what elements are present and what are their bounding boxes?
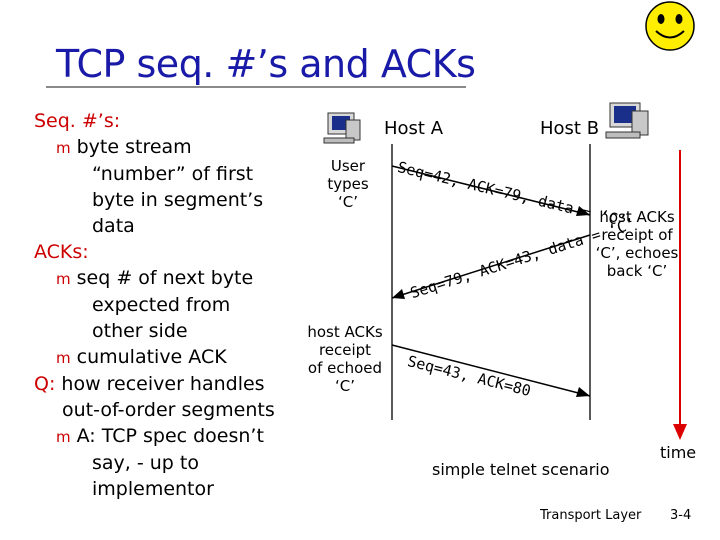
msg3-arrow — [391, 344, 591, 397]
host-a-computer-icon — [323, 112, 361, 144]
bullet-icon: m — [56, 349, 71, 367]
time-arrow — [673, 150, 687, 440]
smiley-icon — [645, 1, 695, 51]
bullet-icon: m — [56, 270, 71, 288]
bullet-icon: m — [56, 428, 71, 446]
footer-left: Transport Layer — [540, 508, 642, 523]
slide-title: TCP seq. #’s and ACKs — [56, 42, 476, 86]
acks-heading: ACKs: — [34, 241, 89, 263]
user-types-note: User types ‘C’ — [327, 157, 369, 211]
msg1-arrow — [391, 165, 591, 216]
host-b-computer-icon — [605, 102, 649, 139]
title-underline — [46, 86, 466, 88]
scenario-caption: simple telnet scenario — [432, 460, 610, 479]
host-b-label: Host B — [540, 118, 600, 139]
page-number: 3-4 — [670, 508, 692, 523]
time-label: time — [660, 443, 697, 462]
bullet-icon: m — [56, 139, 71, 157]
host-a-ack-note: host ACKs receipt of echoed ‘C’ — [307, 323, 383, 395]
msg2-arrow — [391, 234, 591, 299]
host-a-label: Host A — [384, 118, 444, 139]
question-line: Q: how receiver handles — [34, 373, 265, 395]
host-b-ack-note: host ACKs receipt of ‘C’, echoes back ‘C… — [595, 208, 679, 280]
seq-heading: Seq. #’s: — [34, 110, 121, 132]
